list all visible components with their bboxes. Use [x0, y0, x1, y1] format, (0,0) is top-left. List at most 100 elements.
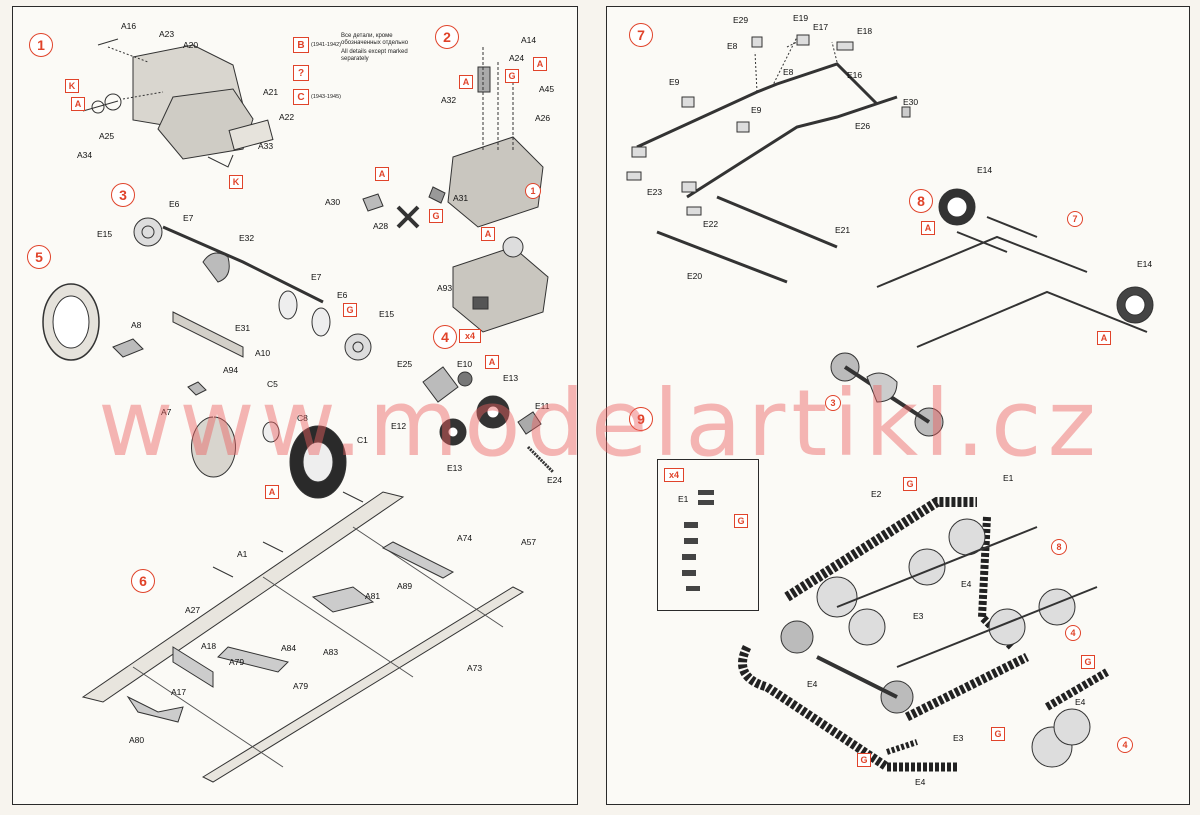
part-label: E12: [391, 421, 407, 431]
part-label: A93: [437, 283, 453, 293]
part-label: E32: [239, 233, 255, 243]
part-label: A23: [159, 29, 175, 39]
step-reference: 1: [525, 183, 541, 199]
part-label: E4: [961, 579, 972, 589]
part-label: A34: [77, 150, 93, 160]
part-label: E21: [835, 225, 851, 235]
variant-tag: A: [481, 227, 495, 241]
part-label: A28: [373, 221, 389, 231]
step-number: 4: [433, 325, 457, 349]
part-label: E9: [751, 105, 762, 115]
step-number: 5: [27, 245, 51, 269]
part-label: A1: [237, 549, 248, 559]
multiplier-tag: x4: [664, 468, 684, 482]
variant-tag: A: [265, 485, 279, 499]
part-label: A79: [229, 657, 245, 667]
part-label: E29: [733, 15, 749, 25]
part-label: E26: [855, 121, 871, 131]
variant-years: (1941-1942): [311, 42, 341, 48]
variant-tag: A: [459, 75, 473, 89]
part-label: A57: [521, 537, 537, 547]
part-label: C5: [267, 379, 278, 389]
variant-tag: K: [65, 79, 79, 93]
part-label: E11: [535, 401, 550, 411]
part-label: A84: [281, 643, 297, 653]
part-label: A7: [161, 407, 172, 417]
part-label: E4: [807, 679, 818, 689]
variant-tag: A: [921, 221, 935, 235]
part-label: E13: [503, 373, 519, 383]
variant-tag: A: [71, 97, 85, 111]
part-label: E14: [1137, 259, 1153, 269]
variant-tag: G: [1081, 655, 1095, 669]
variant-tag: A: [533, 57, 547, 71]
part-label: A83: [323, 647, 339, 657]
part-label: A25: [99, 131, 115, 141]
part-label: E10: [457, 359, 473, 369]
step-reference: 3: [825, 395, 841, 411]
instruction-page-right: 7 8 9 E29 E19 E17 E18 E8 E16 E9 E8 E30 E…: [606, 6, 1190, 805]
part-label: A45: [539, 84, 555, 94]
part-label: E6: [169, 199, 180, 209]
step-number: 2: [435, 25, 459, 49]
part-label: A31: [453, 193, 469, 203]
part-label: A89: [397, 581, 413, 591]
part-label: E4: [915, 777, 926, 787]
step-reference: 4: [1117, 737, 1133, 753]
variant-tag: G: [857, 753, 871, 767]
step-reference: 4: [1065, 625, 1081, 641]
part-label: A80: [129, 735, 145, 745]
track-link-diagram: [682, 490, 714, 591]
step-number: 1: [29, 33, 53, 57]
part-label: E24: [547, 475, 563, 485]
part-label: E1: [1003, 473, 1014, 483]
part-label: E8: [727, 41, 738, 51]
variant-tag: G: [505, 69, 519, 83]
step-number: 7: [629, 23, 653, 47]
variant-tag: B: [293, 37, 309, 53]
variant-tag: A: [375, 167, 389, 181]
part-label: E25: [397, 359, 413, 369]
part-label: E6: [337, 290, 348, 300]
variant-tag: C: [293, 89, 309, 105]
part-label: A81: [365, 591, 381, 601]
step-reference: 8: [1051, 539, 1067, 555]
assembly-drawing-left: [42, 38, 555, 783]
variant-tag: G: [343, 303, 357, 317]
part-label: E22: [703, 219, 719, 229]
part-label: E18: [857, 26, 873, 36]
detail-inset: x4 E1 G: [657, 459, 759, 611]
part-label: E2: [871, 489, 882, 499]
step-number: 9: [629, 407, 653, 431]
part-label: A32: [441, 95, 457, 105]
variant-tag: A: [485, 355, 499, 369]
variant-tag: ?: [293, 65, 309, 81]
part-label: E3: [913, 611, 924, 621]
part-label: E9: [669, 77, 680, 87]
part-label: A22: [279, 112, 295, 122]
part-label: A10: [255, 348, 271, 358]
part-label: A16: [121, 21, 137, 31]
part-label: A33: [258, 141, 274, 151]
part-label: E1: [678, 494, 689, 504]
part-label: E4: [1075, 697, 1086, 707]
part-label: C8: [297, 413, 308, 423]
part-label: A18: [201, 641, 217, 651]
part-label: E20: [687, 271, 703, 281]
part-label: E15: [97, 229, 113, 239]
part-label: E15: [379, 309, 395, 319]
part-label: A20: [183, 40, 199, 50]
multiplier-tag: x4: [459, 329, 481, 343]
assembly-drawing-right: [626, 34, 1154, 772]
part-label: E3: [953, 733, 964, 743]
part-label: E19: [793, 13, 809, 23]
part-label: E14: [977, 165, 993, 175]
step-number: 6: [131, 569, 155, 593]
part-label: A21: [263, 87, 279, 97]
part-label: A24: [509, 53, 525, 63]
part-label: A14: [521, 35, 537, 45]
instruction-page-left: 1 2 3 4 5 6 B (1941-1942) ? C (1943-1945…: [12, 6, 578, 805]
variant-years: (1943-1945): [311, 94, 341, 100]
part-label: E7: [183, 213, 194, 223]
part-label: E31: [235, 323, 251, 333]
